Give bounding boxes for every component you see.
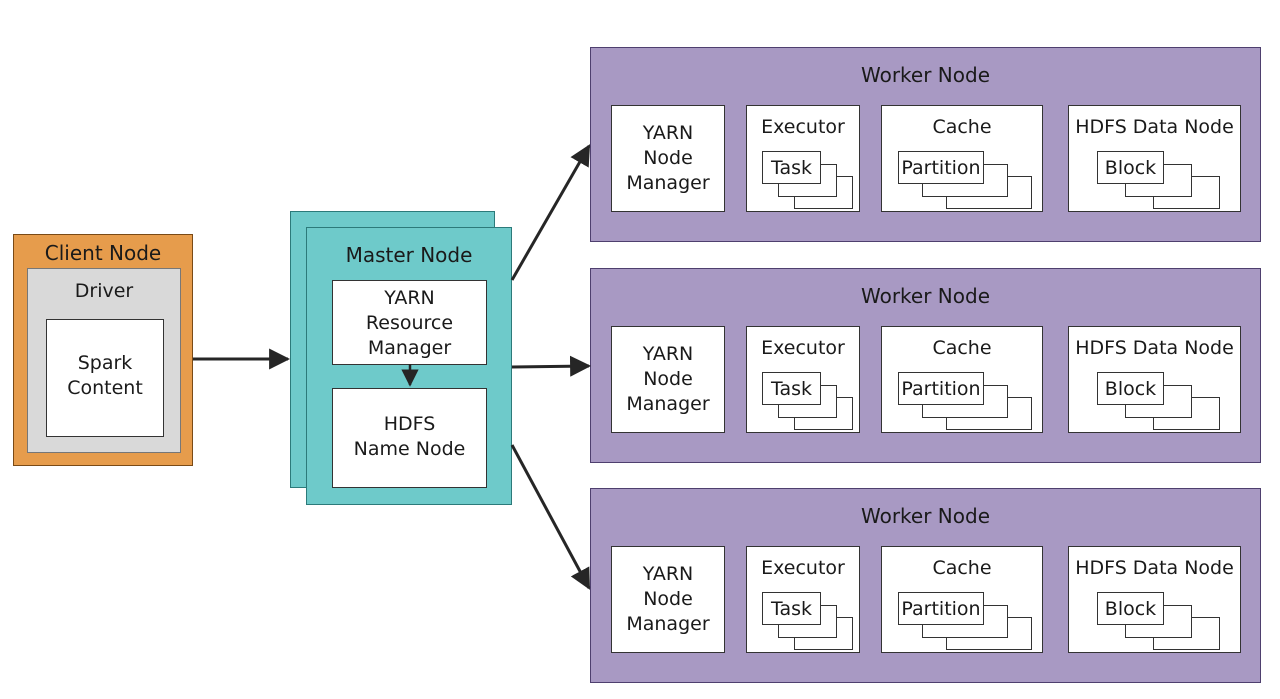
hdfs-data-node-box: HDFS Data Node Block <box>1068 546 1241 653</box>
spark-content-label: Spark Content <box>47 351 163 401</box>
worker-node-title: Worker Node <box>860 284 990 308</box>
nm-line1: YARN <box>642 563 694 585</box>
executor-box: Executor Task <box>746 326 860 433</box>
block-label: Block <box>1104 377 1157 400</box>
nm-line2: Node <box>643 588 693 610</box>
block-label: Block <box>1104 156 1157 179</box>
worker-node: Worker Node YARN Node Manager Executor T… <box>590 268 1261 463</box>
yarn-node-manager-box: YARN Node Manager <box>611 546 725 653</box>
hdfs-data-node-title: HDFS Data Node <box>1075 557 1234 579</box>
nn-line2: Name Node <box>353 438 466 460</box>
hdfs-data-node-title: HDFS Data Node <box>1075 337 1234 359</box>
hdfs-data-node-box: HDFS Data Node Block <box>1068 326 1241 433</box>
block-box: Block <box>1097 151 1164 184</box>
yarn-resource-manager-box: YARN Resource Manager <box>332 280 487 365</box>
block-label: Block <box>1104 597 1157 620</box>
worker-node-title: Worker Node <box>860 504 990 528</box>
spark-content-line2: Content <box>67 377 143 399</box>
cache-title: Cache <box>932 116 992 138</box>
master-node-title: Master Node <box>345 243 473 267</box>
client-node-title: Client Node <box>44 241 162 265</box>
partition-box: Partition <box>898 151 984 184</box>
partition-label: Partition <box>901 156 981 179</box>
partition-box: Partition <box>898 592 984 625</box>
arrow-master-to-worker-3 <box>510 444 591 590</box>
cache-box: Cache Partition <box>881 105 1043 212</box>
driver-box: Driver Spark Content <box>27 268 181 453</box>
cache-title: Cache <box>932 337 992 359</box>
executor-title: Executor <box>761 557 845 579</box>
partition-box: Partition <box>898 372 984 405</box>
yarn-node-manager-label: YARN Node Manager <box>612 121 724 196</box>
nm-line2: Node <box>643 368 693 390</box>
executor-box: Executor Task <box>746 546 860 653</box>
partition-label: Partition <box>901 597 981 620</box>
worker-node: Worker Node YARN Node Manager Executor T… <box>590 47 1261 242</box>
nm-line1: YARN <box>642 122 694 144</box>
task-box: Task <box>762 372 821 405</box>
task-label: Task <box>770 156 812 179</box>
yarn-node-manager-box: YARN Node Manager <box>611 326 725 433</box>
nm-line3: Manager <box>626 393 710 415</box>
rm-line2: Resource <box>365 312 454 334</box>
nm-line3: Manager <box>626 613 710 635</box>
driver-title: Driver <box>74 280 134 302</box>
task-box: Task <box>762 592 821 625</box>
executor-box: Executor Task <box>746 105 860 212</box>
executor-title: Executor <box>761 116 845 138</box>
executor-title: Executor <box>761 337 845 359</box>
spark-content-line1: Spark <box>77 352 133 374</box>
block-box: Block <box>1097 592 1164 625</box>
task-label: Task <box>770 377 812 400</box>
hdfs-name-node-label: HDFS Name Node <box>333 412 486 462</box>
hdfs-data-node-title: HDFS Data Node <box>1075 116 1234 138</box>
task-box: Task <box>762 151 821 184</box>
nm-line2: Node <box>643 147 693 169</box>
cache-title: Cache <box>932 557 992 579</box>
cache-box: Cache Partition <box>881 326 1043 433</box>
client-node: Client Node Driver Spark Content <box>13 234 193 466</box>
arrow-master-to-worker-2 <box>511 355 592 377</box>
block-box: Block <box>1097 372 1164 405</box>
rm-line3: Manager <box>367 337 452 359</box>
nn-line1: HDFS <box>383 413 436 435</box>
hdfs-name-node-box: HDFS Name Node <box>332 388 487 488</box>
yarn-node-manager-label: YARN Node Manager <box>612 562 724 637</box>
nm-line3: Manager <box>626 172 710 194</box>
hdfs-data-node-box: HDFS Data Node Block <box>1068 105 1241 212</box>
cache-box: Cache Partition <box>881 546 1043 653</box>
arrow-master-to-worker-1 <box>510 144 591 281</box>
yarn-resource-manager-label: YARN Resource Manager <box>333 286 486 361</box>
yarn-node-manager-label: YARN Node Manager <box>612 342 724 417</box>
spark-content-box: Spark Content <box>46 319 164 437</box>
yarn-node-manager-box: YARN Node Manager <box>611 105 725 212</box>
worker-node: Worker Node YARN Node Manager Executor T… <box>590 488 1261 683</box>
nm-line1: YARN <box>642 343 694 365</box>
partition-label: Partition <box>901 377 981 400</box>
task-label: Task <box>770 597 812 620</box>
rm-line1: YARN <box>384 287 435 309</box>
worker-node-title: Worker Node <box>860 63 990 87</box>
